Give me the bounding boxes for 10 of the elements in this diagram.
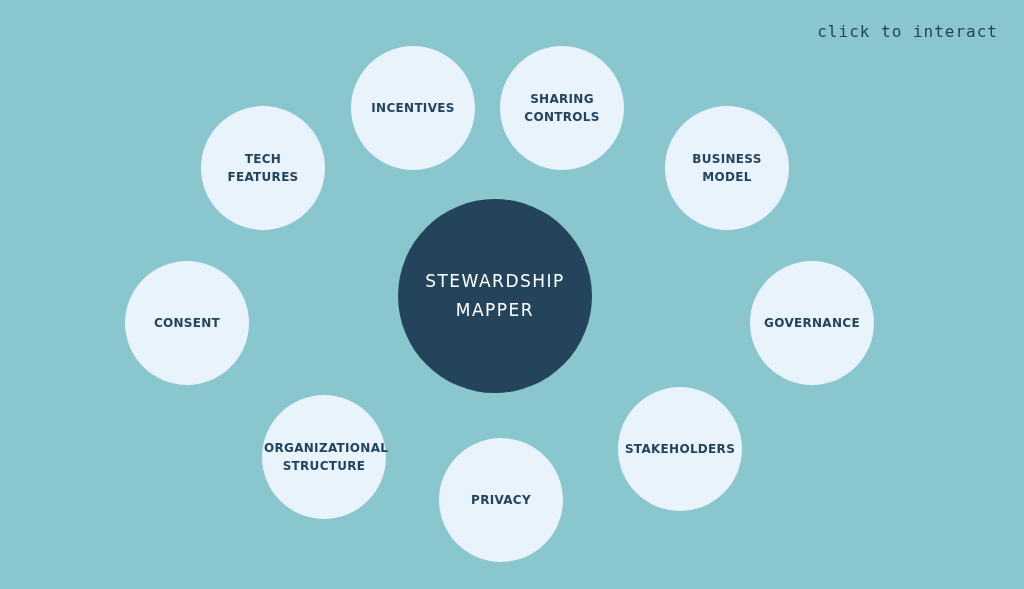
topic-label: TECH FEATURES bbox=[226, 151, 300, 186]
topic-label: INCENTIVES bbox=[370, 100, 456, 117]
hint-text: click to interact bbox=[817, 22, 998, 41]
topic-label: PRIVACY bbox=[470, 492, 532, 509]
topic-label: GOVERNANCE bbox=[763, 315, 861, 332]
topic-label: STAKEHOLDERS bbox=[623, 441, 737, 458]
topic-label: BUSINESS MODEL bbox=[691, 151, 763, 186]
topic-label: CONSENT bbox=[152, 315, 222, 332]
topic-label: SHARING CONTROLS bbox=[523, 91, 601, 126]
hub-title: STEWARDSHIP MAPPER bbox=[424, 270, 566, 322]
